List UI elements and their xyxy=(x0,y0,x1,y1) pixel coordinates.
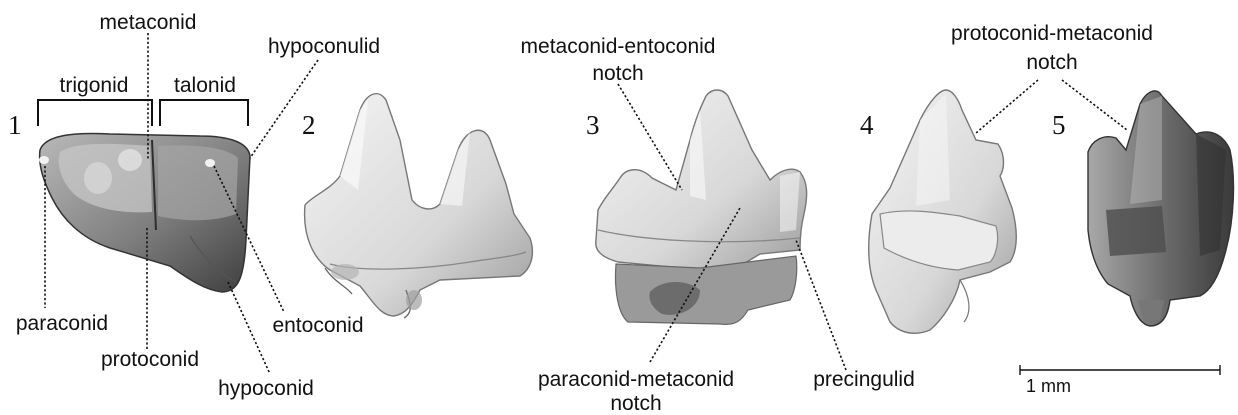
leader-hypoconulid xyxy=(250,60,318,158)
scale-bar: 1 mm xyxy=(1020,365,1220,396)
label-metaconid-entoconid-notch-line2: notch xyxy=(592,62,643,85)
tooth-4-anterior xyxy=(869,90,1017,333)
label-hypoconid: hypoconid xyxy=(218,377,314,400)
tooth-2-lingual xyxy=(305,94,533,318)
panel-number-4: 4 xyxy=(860,110,874,140)
leader-precingulid xyxy=(796,240,846,370)
label-talonid: talonid xyxy=(174,74,236,97)
tooth-1-occlusal xyxy=(39,134,250,292)
leader-hypoconid xyxy=(228,282,270,374)
label-hypoconulid: hypoconulid xyxy=(268,35,380,58)
label-protoconid-metaconid-notch-line2: notch xyxy=(1026,51,1077,74)
talonid-bracket xyxy=(160,100,248,126)
scale-bar-label: 1 mm xyxy=(1026,376,1071,396)
leader-protoconid-metaconid-notch-4 xyxy=(976,80,1038,133)
label-trigonid: trigonid xyxy=(60,74,129,97)
label-protoconid-metaconid-notch-line1: protoconid-metaconid xyxy=(951,22,1153,45)
trigonid-bracket xyxy=(38,100,152,126)
panel-number-3: 3 xyxy=(586,110,600,140)
label-entoconid: entoconid xyxy=(272,314,363,337)
label-paraconid-metaconid-notch-line2: notch xyxy=(610,392,661,415)
label-metaconid: metaconid xyxy=(100,11,197,34)
label-paraconid: paraconid xyxy=(16,312,108,335)
label-protoconid: protoconid xyxy=(101,348,199,371)
leader-protoconid-metaconid-notch-5 xyxy=(1062,80,1127,130)
tooth-5-posterior xyxy=(1088,91,1233,326)
label-precingulid: precingulid xyxy=(813,368,915,391)
label-metaconid-entoconid-notch-line1: metaconid-entoconid xyxy=(521,35,716,58)
panel-number-2: 2 xyxy=(302,110,316,140)
panel-number-1: 1 xyxy=(8,110,22,140)
label-paraconid-metaconid-notch-line1: paraconid-metaconid xyxy=(538,368,734,391)
tooth-3-buccal xyxy=(596,90,807,324)
panel-number-5: 5 xyxy=(1052,110,1066,140)
